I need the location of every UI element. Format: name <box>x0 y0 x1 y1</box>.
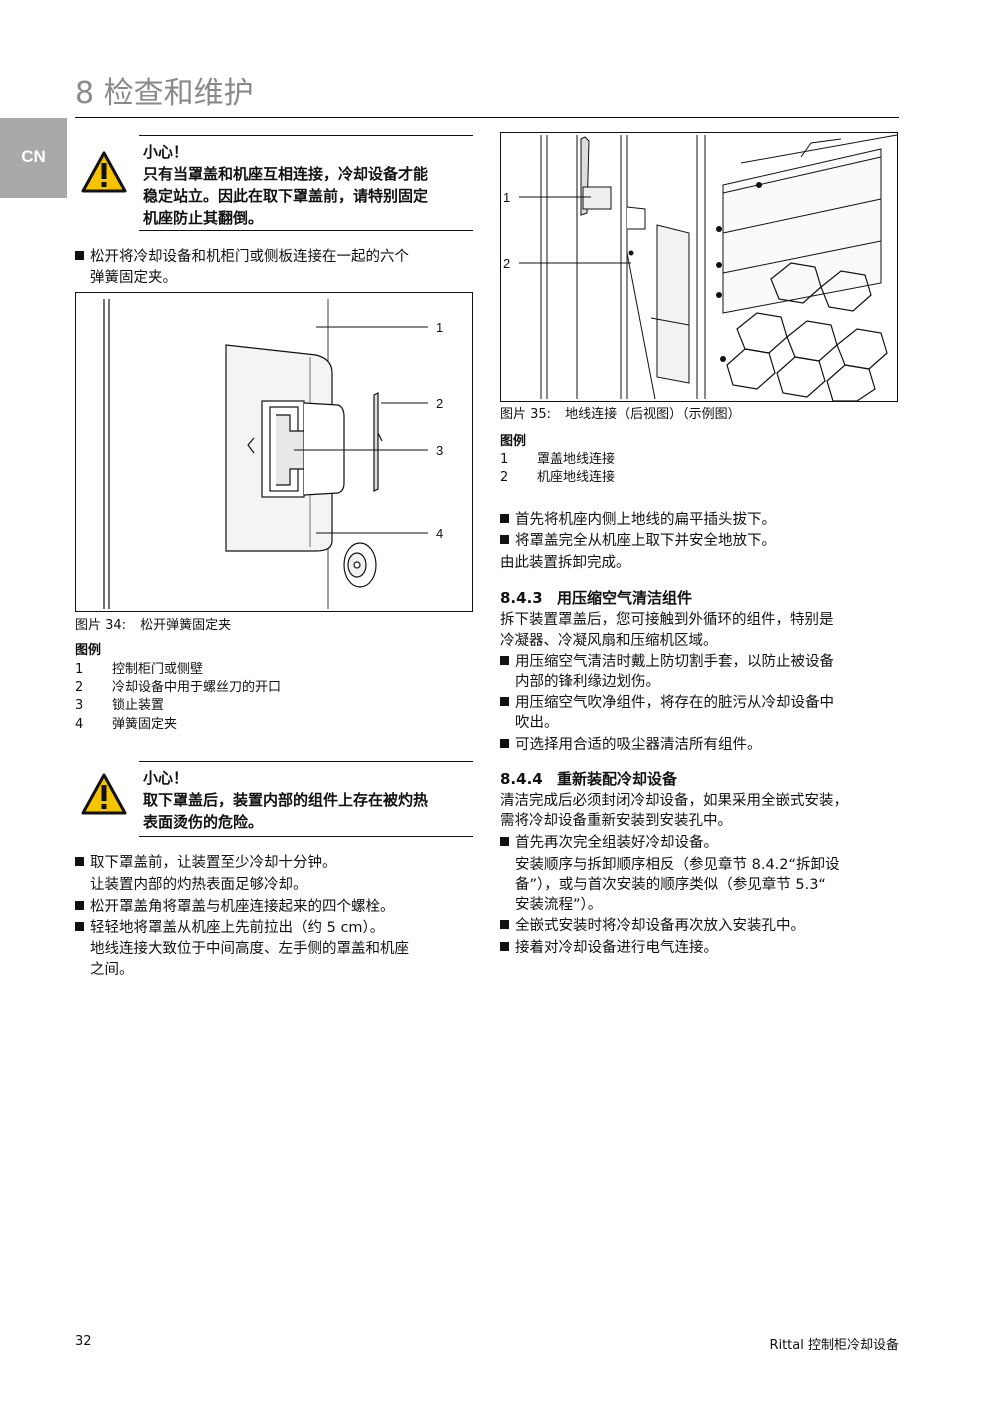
section-intro: 拆下装置罩盖后，您可接触到外循环的组件，特别是 <box>500 612 834 628</box>
callout-2: 2 <box>436 396 443 411</box>
step-item: 首先将机座内侧上地线的扁平插头拔下。 <box>500 510 776 531</box>
callout-4: 4 <box>436 526 443 541</box>
caution-line: 表面烫伤的危险。 <box>143 813 264 831</box>
language-tab: CN <box>0 118 67 198</box>
step-item: 首先再次完全组装好冷却设备。 <box>500 833 718 854</box>
step-item: 轻轻地将罩盖从机座上先前拉出（约 5 cm）。 <box>75 918 384 939</box>
caution-text: 小心！ 取下罩盖后，装置内部的组件上存在被灼热 表面烫伤的危险。 <box>143 767 469 833</box>
caution-top-rule <box>139 761 473 762</box>
step-continuation: 安装顺序与拆卸顺序相反（参见章节 8.4.2“拆卸设 <box>515 857 840 873</box>
callout-1: 1 <box>436 320 443 335</box>
step-continuation: 弹簧固定夹。 <box>90 270 177 286</box>
section-intro: 清洁完成后必须封闭冷却设备，如果采用全嵌式安装， <box>500 793 848 809</box>
bullet-square-icon <box>500 837 509 846</box>
spring-clip-illustration: 1 2 3 4 <box>103 299 443 609</box>
bullet-square-icon <box>75 857 84 866</box>
figure-caption: 图片 35:地线连接（后视图）（示例图） <box>500 407 741 422</box>
legend-heading: 图例 <box>75 643 102 658</box>
caution-line: 只有当罩盖和机座互相连接，冷却设备才能 <box>143 165 429 183</box>
footer-brand: Rittal 控制柜冷却设备 <box>769 1338 899 1353</box>
step-continuation: 安装流程”）。 <box>515 897 603 913</box>
step-item: 用压缩空气清洁时戴上防切割手套，以防止被设备 <box>500 652 834 673</box>
caution-heading: 小心！ <box>143 769 189 787</box>
step-continuation: 内部的锋利缘边划伤。 <box>515 674 660 690</box>
step-continuation: 让装置内部的灼热表面足够冷却。 <box>90 877 308 893</box>
title-rule <box>75 117 899 118</box>
warning-triangle-icon <box>81 773 127 815</box>
caution-line: 稳定站立。因此在取下罩盖前，请特别固定 <box>143 187 429 205</box>
result-text: 由此装置拆卸完成。 <box>500 555 631 571</box>
step-continuation: 备”），或与首次安装的顺序类似（参见章节 5.3“ <box>515 877 826 893</box>
caution-bottom-rule <box>139 230 473 231</box>
ground-connection-illustration: 1 2 <box>503 134 898 402</box>
callout-3: 3 <box>436 443 443 458</box>
figure-caption: 图片 34:松开弹簧固定夹 <box>75 618 232 633</box>
page-number: 32 <box>75 1334 92 1349</box>
step-item: 取下罩盖前，让装置至少冷却十分钟。 <box>75 853 337 874</box>
caution-line: 机座防止其翻倒。 <box>143 209 264 227</box>
caution-text: 小心！ 只有当罩盖和机座互相连接，冷却设备才能 稳定站立。因此在取下罩盖前，请特… <box>143 141 469 229</box>
step-item: 松开将冷却设备和机柜门或侧板连接在一起的六个 <box>75 247 409 268</box>
figure-35: 1 2 <box>500 132 898 402</box>
step-continuation: 地线连接大致位于中间高度、左手侧的罩盖和机座 <box>90 941 409 957</box>
step-continuation: 之间。 <box>90 962 134 978</box>
bullet-square-icon <box>500 697 509 706</box>
caution-heading: 小心！ <box>143 143 189 161</box>
step-item: 可选择用合适的吸尘器清洁所有组件。 <box>500 735 762 756</box>
caution-box-1: 小心！ 只有当罩盖和机座互相连接，冷却设备才能 稳定站立。因此在取下罩盖前，请特… <box>75 135 473 231</box>
callout-1: 1 <box>503 190 510 205</box>
callout-2: 2 <box>503 256 510 271</box>
bullet-square-icon <box>75 901 84 910</box>
step-item: 松开罩盖角将罩盖与机座连接起来的四个螺栓。 <box>75 897 395 918</box>
bullet-square-icon <box>75 251 84 260</box>
bullet-square-icon <box>500 514 509 523</box>
caution-top-rule <box>139 135 473 136</box>
caution-box-2: 小心！ 取下罩盖后，装置内部的组件上存在被灼热 表面烫伤的危险。 <box>75 761 473 837</box>
bullet-square-icon <box>75 922 84 931</box>
caution-bottom-rule <box>139 836 473 837</box>
bullet-square-icon <box>500 656 509 665</box>
step-item: 将罩盖完全从机座上取下并安全地放下。 <box>500 531 776 552</box>
step-item: 用压缩空气吹净组件，将存在的脏污从冷却设备中 <box>500 693 834 714</box>
section-intro: 需将冷却设备重新安装到安装孔中。 <box>500 813 732 829</box>
section-intro: 冷凝器、冷凝风扇和压缩机区域。 <box>500 633 718 649</box>
step-continuation: 吹出。 <box>515 715 559 731</box>
warning-triangle-icon <box>81 151 127 193</box>
bullet-square-icon <box>500 920 509 929</box>
legend-heading: 图例 <box>500 434 527 449</box>
figure-34: 1 2 3 4 <box>75 292 473 612</box>
bullet-square-icon <box>500 535 509 544</box>
step-item: 全嵌式安装时将冷却设备再次放入安装孔中。 <box>500 916 805 937</box>
bullet-square-icon <box>500 739 509 748</box>
bullet-square-icon <box>500 942 509 951</box>
step-item: 接着对冷却设备进行电气连接。 <box>500 938 718 959</box>
caution-line: 取下罩盖后，装置内部的组件上存在被灼热 <box>143 791 429 809</box>
chapter-title: 8 检查和维护 <box>75 76 254 111</box>
